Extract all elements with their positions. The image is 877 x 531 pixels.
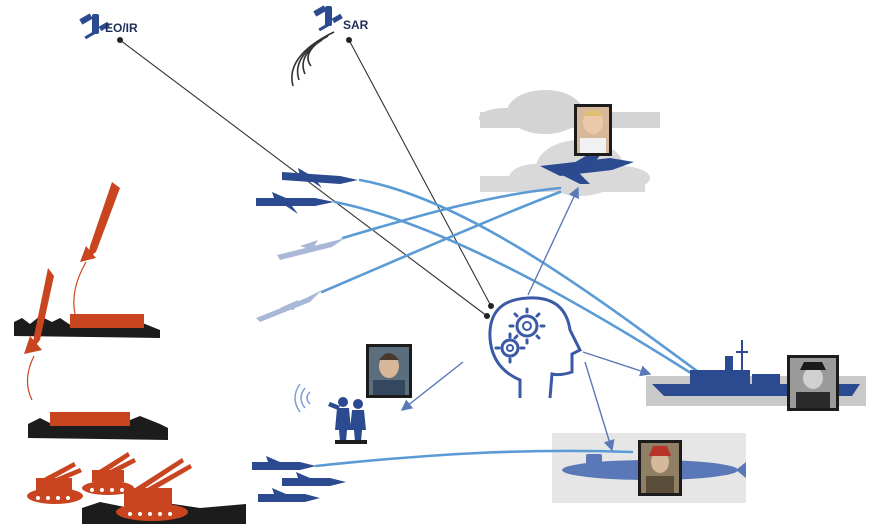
sensor-endpoint	[484, 313, 490, 319]
sam-vehicles-icon	[27, 452, 246, 524]
satellite-icon	[313, 5, 343, 32]
cruise-missile-faded	[256, 290, 322, 322]
radar-waves-icon	[291, 31, 335, 87]
sensor-origin	[346, 37, 352, 43]
command-arrows	[400, 186, 652, 452]
satellite-label-eo-ir: EO/IR	[105, 21, 138, 35]
cruise-missile-faded	[277, 238, 345, 260]
cruise-missile	[282, 168, 358, 188]
naval-officer-portrait-icon	[787, 355, 839, 411]
satellite-sar: SAR	[291, 5, 369, 87]
satellite-icon	[79, 13, 110, 40]
ai-brain-gears-icon	[488, 296, 583, 399]
launching-missile	[80, 182, 120, 262]
fighter-jet-icon	[540, 158, 634, 176]
satellite-label-sar: SAR	[343, 18, 369, 32]
cloud-top	[479, 90, 660, 134]
soldier-portrait-icon	[366, 344, 412, 398]
missile-launch-site-icon	[14, 182, 160, 338]
cloud-bottom	[480, 140, 650, 196]
launching-missile	[24, 268, 54, 354]
cruise-missile	[256, 192, 334, 214]
weapon-tracks	[314, 178, 714, 468]
satellite-eo-ir: EO/IR	[79, 13, 138, 40]
radio-waves-icon	[294, 383, 311, 413]
missile-launch-site-icon	[24, 268, 168, 440]
sensor-origin	[117, 37, 123, 43]
ground-observers-icon	[328, 397, 367, 444]
cruise-missile	[252, 456, 316, 470]
cruise-missile	[282, 472, 346, 486]
sensor-endpoint	[488, 303, 494, 309]
cruise-missile	[258, 488, 320, 502]
submarine-captain-portrait-icon	[638, 440, 682, 496]
pilot-portrait-icon	[574, 104, 612, 156]
